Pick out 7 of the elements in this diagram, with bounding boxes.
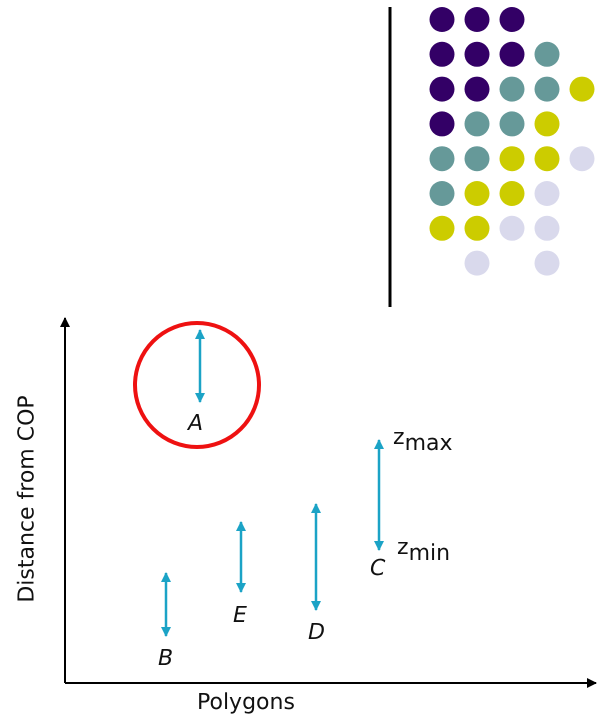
polygon-label: C — [370, 558, 386, 580]
axis-title: Distance from COP — [16, 395, 39, 603]
polygon-label: B — [158, 648, 174, 670]
polygon-label: E — [233, 605, 247, 627]
polygon-label: A — [188, 413, 204, 435]
axis-title: Polygons — [197, 692, 295, 714]
polygon-label: D — [308, 622, 325, 644]
